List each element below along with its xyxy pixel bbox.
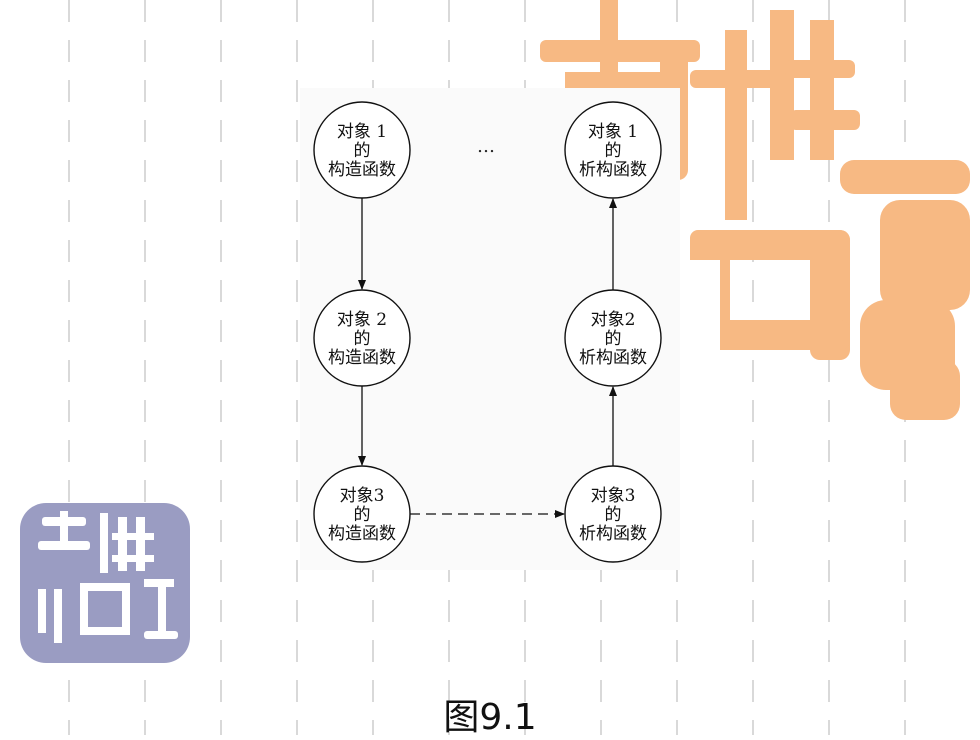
node-circle [564, 465, 662, 563]
node-label-line: 的 [354, 141, 371, 161]
decorative-seal-purple [20, 503, 190, 663]
ellipsis: … [477, 136, 495, 157]
node-label-line: 的 [605, 141, 622, 161]
node-circle [313, 101, 411, 199]
background-dash-line [752, 0, 754, 735]
node-label-line: 对象 2 [337, 310, 387, 330]
node-label-line: 的 [605, 505, 622, 525]
node-label-line: 析构函数 [579, 348, 647, 368]
background-dash-line [144, 0, 146, 735]
node-circle [313, 289, 411, 387]
node-label-line: 对象 1 [588, 122, 638, 142]
node-label-line: 构造函数 [328, 524, 396, 544]
node-label-line: 对象2 [591, 310, 636, 330]
node-label-line: 构造函数 [328, 348, 396, 368]
node-circle [564, 289, 662, 387]
node-circle [564, 101, 662, 199]
node-label-line: 对象3 [340, 486, 385, 506]
node-label-line: 对象 1 [337, 122, 387, 142]
node-circle [313, 465, 411, 563]
node-label-line: 的 [354, 505, 371, 525]
node-label-line: 的 [354, 329, 371, 349]
figure-caption: 图9.1 [443, 697, 537, 738]
node-label-line: 构造函数 [328, 160, 396, 180]
background-dash-line [220, 0, 222, 735]
node-label-line: 对象3 [591, 486, 636, 506]
node-label-line: 的 [605, 329, 622, 349]
background-dash-line [828, 0, 830, 735]
node-label-line: 析构函数 [579, 160, 647, 180]
background-dash-line [68, 0, 70, 735]
node-label-line: 析构函数 [579, 524, 647, 544]
background-dash-line [296, 0, 298, 735]
